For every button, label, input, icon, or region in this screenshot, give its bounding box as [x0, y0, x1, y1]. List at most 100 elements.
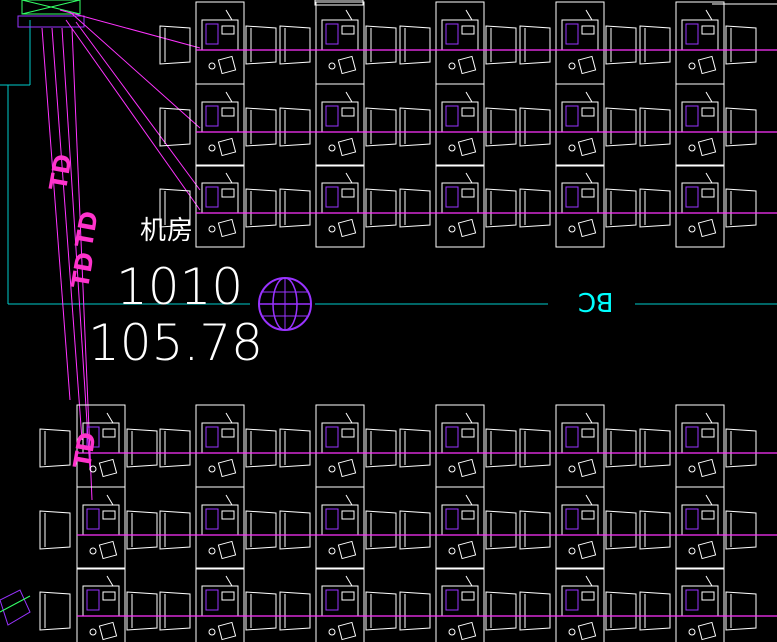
desk-lower-r3-c1-mouse: [89, 628, 97, 636]
desk-lower-r2-c1-mouse: [89, 547, 97, 555]
desk-upper-r2-c2-mouse: [208, 144, 216, 152]
desk-lower-r3-c5-keyboard: [581, 591, 595, 601]
equipment-box: [21, 0, 81, 15]
desk-lower-r1-c4-cpu: [445, 426, 459, 448]
chair-b-lower-r2-c1: [126, 510, 158, 550]
desk-upper-r3-c5-keyboard: [581, 188, 595, 198]
chair-lower-r2-c3: [279, 510, 311, 550]
desk-lower-r3-c2-cpu: [205, 589, 219, 611]
chair-lower-r2-c1: [39, 510, 71, 550]
desk-upper-r2-c6-cable: [705, 91, 713, 103]
desk-lower-r1-c4-cable: [465, 412, 473, 424]
cable-label-td-3: TD: [66, 249, 100, 291]
chair-upper-r3-c6: [639, 188, 671, 228]
desk-upper-r2-c6-phone: [697, 137, 717, 157]
chair-lower-r2-c2: [159, 510, 191, 550]
desk-upper-r2-c3-keyboard: [341, 107, 355, 117]
desk-lower-r1-c6-keyboard: [701, 428, 715, 438]
desk-lower-r3-c6-phone: [697, 621, 717, 641]
chair-lower-r1-c2: [159, 428, 191, 468]
desk-lower-r3-c5: [555, 567, 605, 642]
desk-lower-r1-c2-phone: [217, 458, 237, 478]
desk-upper-r1-c3-keyboard: [341, 25, 355, 35]
desk-lower-r3-c3-phone: [337, 621, 357, 641]
equipment-rack: [17, 15, 85, 28]
desk-upper-r1-c5-cable: [585, 9, 593, 21]
desk-upper-r1-c3-cpu: [325, 23, 339, 45]
desk-lower-r2-c2-mouse: [208, 547, 216, 555]
desk-upper-r3-c2-cpu: [205, 186, 219, 208]
desk-lower-r1-c3-mouse: [328, 465, 336, 473]
desk-lower-r3-c4-cable: [465, 575, 473, 587]
desk-upper-r2-c5-cpu: [565, 105, 579, 127]
chair-b-lower-r1-c5: [605, 428, 637, 468]
chair-b-lower-r2-c2: [245, 510, 277, 550]
desk-upper-r3-c6-mouse: [688, 225, 696, 233]
desk-lower-r1-c3-cable: [345, 412, 353, 424]
desk-lower-r1-c3: [315, 404, 365, 488]
desk-upper-r1-c6-cable: [705, 9, 713, 21]
desk-upper-r2-c4-phone: [457, 137, 477, 157]
chair-b-lower-r1-c4: [485, 428, 517, 468]
chair-b-upper-r2-c6: [725, 107, 757, 147]
desk-lower-r3-c2-mouse: [208, 628, 216, 636]
chair-upper-r1-c6: [639, 25, 671, 65]
desk-lower-r1-c4-keyboard: [461, 428, 475, 438]
desk-lower-r2-c5-cpu: [565, 508, 579, 530]
cable-trunk-4: [71, 27, 93, 501]
desk-lower-r3-c3-mouse: [328, 628, 336, 636]
desk-lower-r2-c5-cable: [585, 494, 593, 506]
chair-b-lower-r2-c3: [365, 510, 397, 550]
desk-upper-r1-c4-keyboard: [461, 25, 475, 35]
chair-upper-r3-c3: [279, 188, 311, 228]
chair-b-lower-r2-c5: [605, 510, 637, 550]
cable-trunk-2: [51, 27, 83, 441]
desk-lower-r2-c6-mouse: [688, 547, 696, 555]
chair-b-lower-r3-c3: [365, 591, 397, 631]
chair-lower-r1-c5: [519, 428, 551, 468]
desk-lower-r3-c1: [76, 567, 126, 642]
desk-lower-r3-c5-mouse: [568, 628, 576, 636]
desk-lower-r1-c2-keyboard: [221, 428, 235, 438]
desk-upper-r2-c6-keyboard: [701, 107, 715, 117]
desk-upper-r2-c2-cpu: [205, 105, 219, 127]
desk-upper-r3-c5-cable: [585, 172, 593, 184]
cable-fan-3: [65, 19, 201, 211]
desk-lower-r2-c4-phone: [457, 540, 477, 560]
desk-upper-r1-c3-cable: [345, 9, 353, 21]
chair-b-lower-r3-c4: [485, 591, 517, 631]
desk-lower-r2-c2-cable: [225, 494, 233, 506]
desk-lower-r3-c6-mouse: [688, 628, 696, 636]
desk-upper-r1-c5-keyboard: [581, 25, 595, 35]
desk-upper-r1-c6-phone: [697, 55, 717, 75]
chair-b-upper-r3-c5: [605, 188, 637, 228]
desk-lower-r3-c4-cpu: [445, 589, 459, 611]
cable-trunk-3: [61, 27, 91, 471]
chair-lower-r3-c4: [399, 591, 431, 631]
desk-lower-r2-c3-cpu: [325, 508, 339, 530]
desk-lower-r1-c1-cable: [106, 412, 114, 424]
desk-upper-r1-c2-mouse: [208, 62, 216, 70]
desk-lower-r2-c2: [195, 486, 245, 570]
chair-lower-r2-c4: [399, 510, 431, 550]
cable-trunk-1: [41, 27, 71, 401]
desk-upper-r3-c2: [195, 164, 245, 248]
desk-lower-r2-c6-cable: [705, 494, 713, 506]
chair-upper-r2-c2: [159, 107, 191, 147]
desk-upper-r2-c3-cable: [345, 91, 353, 103]
desk-lower-r1-c4: [435, 404, 485, 488]
desk-upper-r3-c5: [555, 164, 605, 248]
desk-lower-r3-c6-cpu: [685, 589, 699, 611]
desk-lower-r2-c2-keyboard: [221, 510, 235, 520]
desk-upper-r1-c2-cable: [225, 9, 233, 21]
desk-upper-r1-c3: [315, 1, 365, 85]
desk-lower-r2-c1-phone: [98, 540, 118, 560]
desk-lower-r3-c1-cpu: [86, 589, 100, 611]
desk-upper-r3-c3-phone: [337, 218, 357, 238]
chair-upper-r1-c5: [519, 25, 551, 65]
desk-upper-r1-c4-cpu: [445, 23, 459, 45]
desk-upper-r2-c2-phone: [217, 137, 237, 157]
desk-upper-r3-c2-cable: [225, 172, 233, 184]
